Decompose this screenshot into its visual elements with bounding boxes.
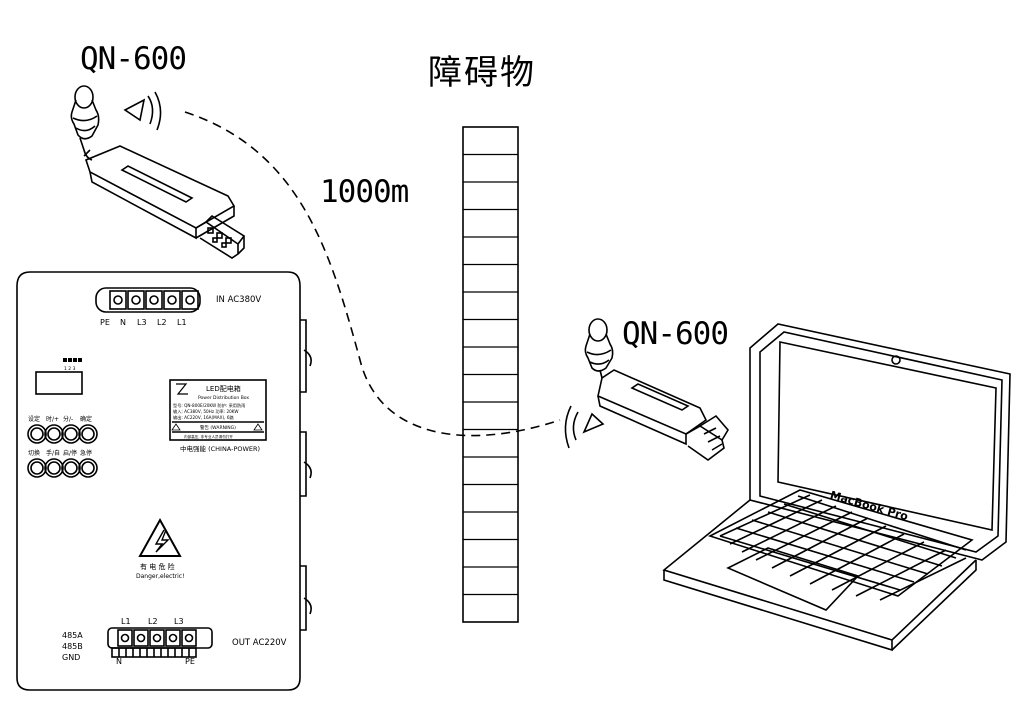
nameplate-warning-text: 内部高压, 非专业人员请勿打开	[184, 434, 233, 439]
output-terminal-l2: L2	[148, 617, 158, 626]
button-label-set: 设定	[28, 415, 40, 423]
output-terminal-pe: PE	[185, 657, 195, 666]
input-terminal-n: N	[120, 318, 126, 327]
rs485-a-label: 485A	[62, 631, 83, 640]
nameplate	[169, 379, 267, 441]
button-label-minute: 分/-	[63, 415, 73, 423]
hazard-text-cn: 有 电 危 险	[140, 562, 175, 571]
nameplate-subtitle: Power Distribution Box	[198, 395, 249, 401]
button-label-start-stop: 启/停	[63, 449, 77, 457]
brand-label: 中电强能 (CHINA-POWER)	[180, 444, 260, 453]
input-terminal-l2: L2	[157, 318, 167, 327]
input-terminal-l3: L3	[137, 318, 147, 327]
nameplate-line-3: 输出: AC220V, 16A(MAX), 6路	[173, 414, 234, 421]
button-label-confirm: 确定	[80, 415, 92, 423]
nameplate-line-2: 输入: AC380V, 50Hz 功率: 20KW	[173, 408, 239, 415]
nameplate-warning: 警告 (WARNING)	[200, 424, 236, 431]
rs485-gnd-label: GND	[62, 653, 80, 662]
hazard-text-en: Danger,electric!	[136, 573, 185, 580]
output-terminal-n: N	[116, 657, 122, 666]
button-label-mode: 手/自	[46, 449, 60, 457]
button-row-1	[27, 424, 98, 444]
laptop	[662, 323, 1011, 652]
button-label-hour: 时/+	[46, 415, 59, 423]
receiver-label: QN-600	[622, 316, 729, 352]
output-voltage-label: OUT AC220V	[232, 638, 287, 648]
output-terminal-block	[107, 627, 213, 658]
nameplate-title: LED配电箱	[206, 384, 241, 393]
transmitter-signal-icon	[123, 91, 162, 131]
receiver-signal-icon	[564, 405, 605, 449]
input-terminal-l1: L1	[177, 318, 187, 327]
button-row-2	[27, 458, 98, 478]
input-voltage-label: IN AC380V	[216, 295, 261, 305]
output-terminal-l1: L1	[121, 617, 131, 626]
transmitter-dongle	[70, 85, 246, 259]
transmitter-label: QN-600	[80, 41, 187, 77]
button-label-switch: 切换	[28, 449, 40, 457]
receiver-dongle	[584, 318, 729, 461]
distance-label: 1000m	[320, 174, 409, 210]
distribution-cabinet	[16, 271, 312, 691]
nameplate-line-1: 型号: QN-800E/20KW 防护: 采用防雨	[173, 402, 245, 409]
input-terminal-block	[109, 290, 199, 310]
display-digit-labels: 1 2 3	[64, 366, 76, 372]
button-label-emergency: 急停	[80, 449, 92, 457]
obstacle-label: 障碍物	[428, 53, 536, 93]
input-terminal-pe: PE	[100, 318, 110, 327]
display-panel	[35, 371, 83, 395]
rs485-b-label: 485B	[62, 642, 83, 651]
hazard-icon	[138, 517, 182, 557]
wireless-link-line	[184, 111, 561, 437]
output-terminal-l3: L3	[174, 617, 184, 626]
